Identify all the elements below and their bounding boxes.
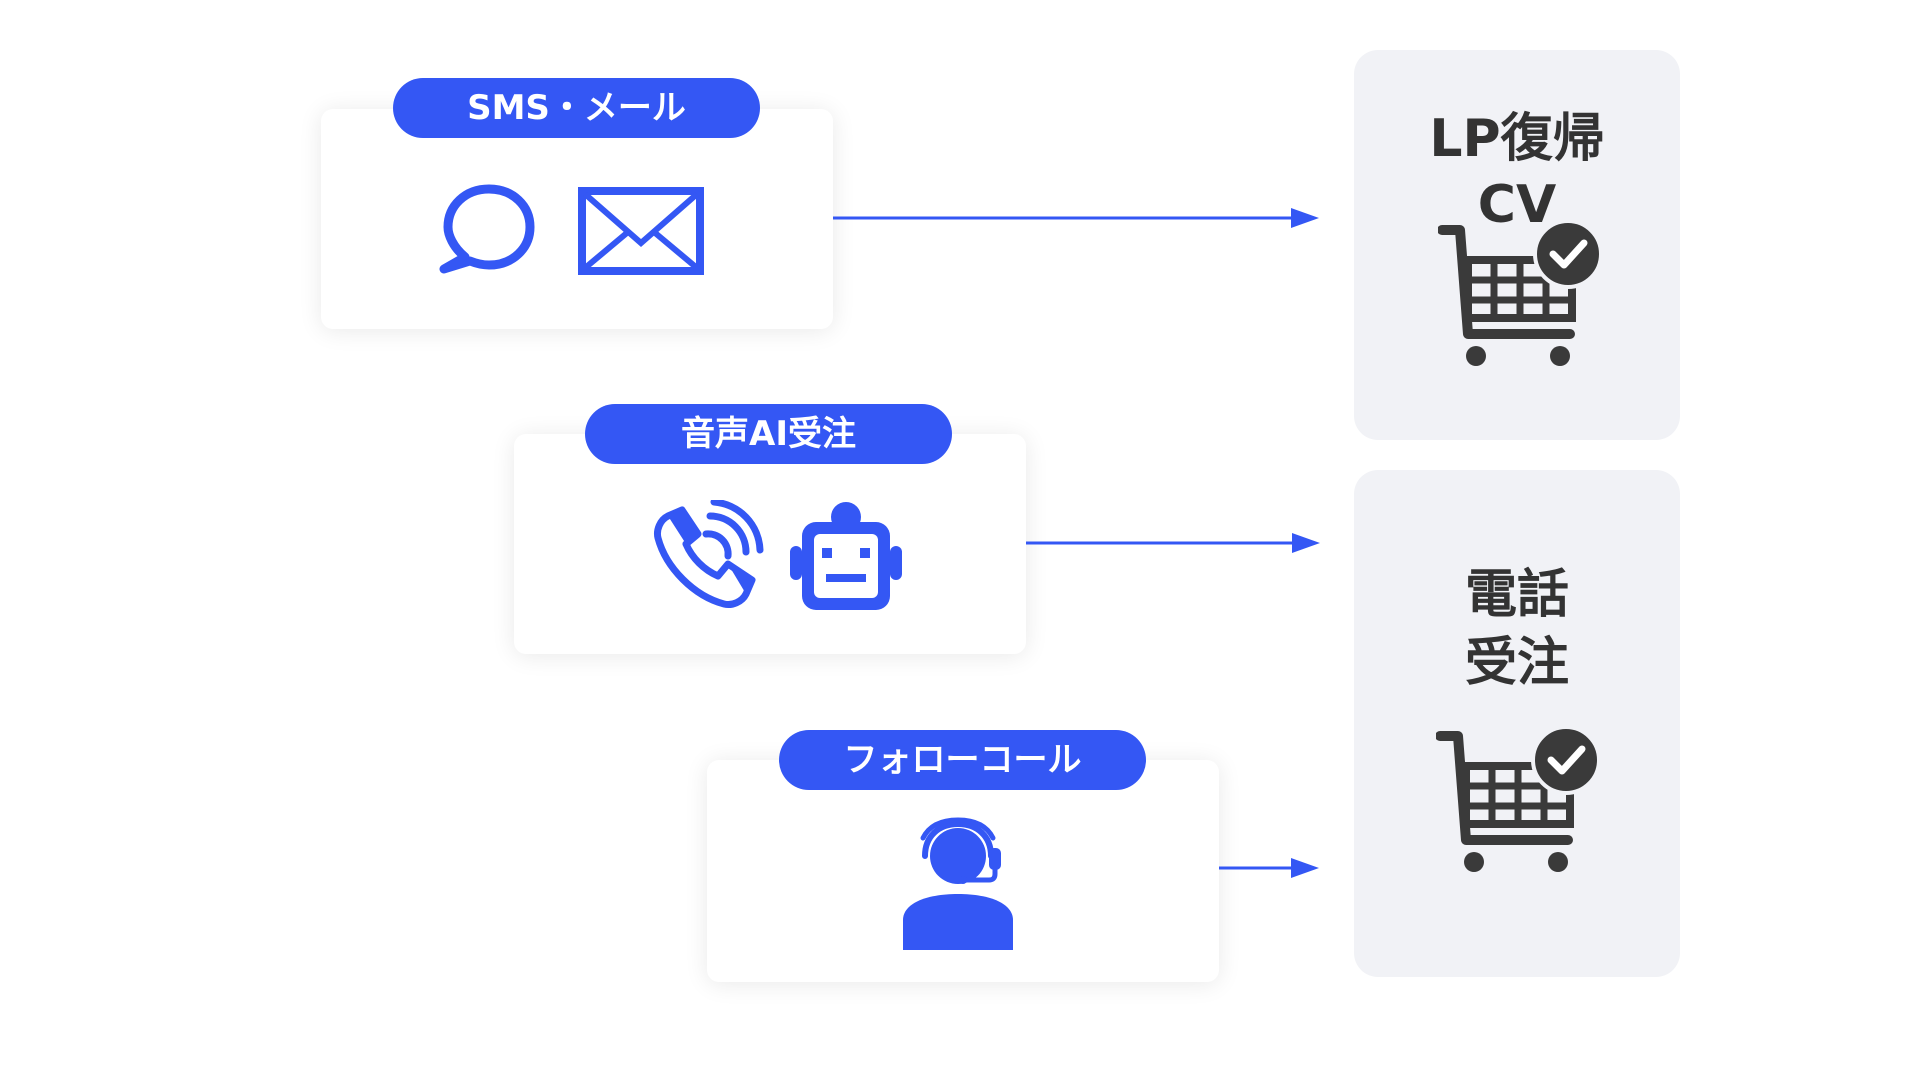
channel-label-follow-call: フォローコール xyxy=(779,730,1146,790)
arrow-sms-to-lp xyxy=(833,208,1319,228)
channel-card-follow-call xyxy=(707,760,1219,982)
arrow-voice-to-phone xyxy=(1026,533,1320,553)
channel-card-voice-ai xyxy=(514,434,1026,654)
outcome-panel-lp-cv: LP復帰 CV xyxy=(1354,50,1680,440)
chat-bubble-icon xyxy=(439,184,535,274)
arrow-follow-to-phone xyxy=(1219,858,1319,878)
channel-label-sms-mail: SMS・メール xyxy=(393,78,760,138)
outcome-subtitle: CV xyxy=(1477,175,1557,235)
robot-icon xyxy=(790,502,902,610)
channel-card-sms-mail xyxy=(321,109,833,329)
outcome-panel-phone-order: 電話 受注 xyxy=(1354,470,1680,977)
cart-check-icon xyxy=(1438,219,1603,366)
operator-headset-icon xyxy=(903,817,1013,950)
outcome-subtitle: 受注 xyxy=(1464,633,1569,693)
outcome-title: 電話 xyxy=(1464,565,1569,625)
cart-check-icon xyxy=(1436,725,1601,872)
phone-ringing-icon xyxy=(654,500,764,608)
envelope-icon xyxy=(578,187,704,275)
channel-label-voice-ai: 音声AI受注 xyxy=(585,404,952,464)
outcome-title: LP復帰 xyxy=(1429,109,1605,169)
